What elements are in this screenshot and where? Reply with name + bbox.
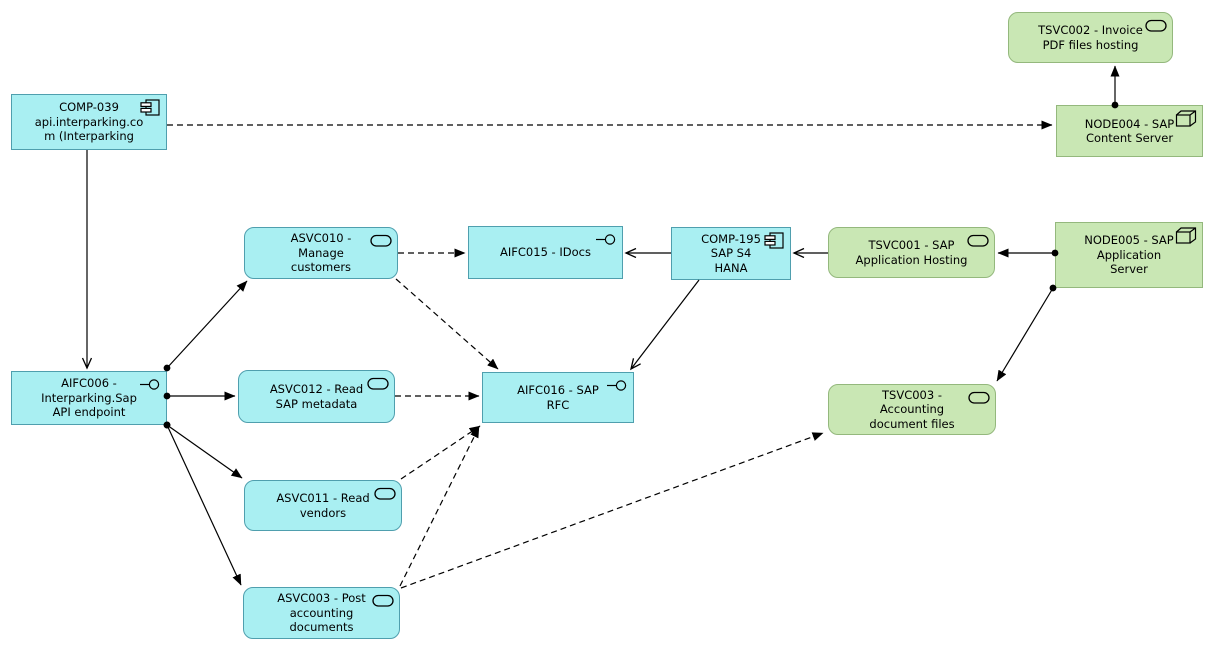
node-ASVC010[interactable]: ASVC010 - Manage customers [244,227,398,279]
node-icon [1175,227,1197,244]
service-icon [1145,17,1167,34]
node-label: AIFC006 - Interparking.Sap API endpoint [41,376,137,420]
component-icon [139,99,161,116]
interface-icon [139,376,161,393]
edge-AIFC006--ASVC003[interactable] [163,421,242,586]
service-icon [968,389,990,406]
edge-NODE005--TSVC003[interactable] [996,284,1057,382]
edge-AIFC006--ASVC011[interactable] [163,421,243,479]
node-label: ASVC010 - Manage customers [290,231,352,275]
node-icon [1175,110,1197,127]
edge-AIFC006--ASVC010[interactable] [163,280,248,372]
node-AIFC015[interactable]: AIFC015 - IDocs [468,226,623,279]
service-icon [374,485,396,502]
service-icon [367,375,389,392]
edge-ASVC003--TSVC003[interactable] [400,432,824,589]
node-COMP-195[interactable]: COMP-195 SAP S4 HANA [671,227,791,280]
node-AIFC016[interactable]: AIFC016 - SAP RFC [482,372,634,423]
node-TSVC002[interactable]: TSVC002 - Invoice PDF files hosting [1008,12,1173,63]
node-ASVC012[interactable]: ASVC012 - Read SAP metadata [238,370,395,423]
node-label: NODE004 - SAP Content Server [1084,116,1175,146]
node-label: TSVC001 - SAP Application Hosting [855,238,968,267]
node-label: COMP-039 api.interparking.co m (Interpar… [34,100,144,144]
component-icon [763,232,785,249]
node-label: ASVC012 - Read SAP metadata [269,382,364,411]
interface-icon [595,231,617,248]
edge-COMP-195--AIFC016[interactable] [631,279,700,369]
node-COMP-039[interactable]: COMP-039 api.interparking.co m (Interpar… [11,94,167,150]
node-label: TSVC002 - Invoice PDF files hosting [1038,23,1143,52]
node-AIFC006[interactable]: AIFC006 - Interparking.Sap API endpoint [11,371,167,425]
service-icon [967,232,989,249]
edge-ASVC011--AIFC016[interactable] [400,425,481,480]
node-ASVC003[interactable]: ASVC003 - Post accounting documents [243,587,400,639]
service-icon [370,232,392,249]
node-label: TSVC003 - Accounting document files [869,387,955,431]
node-label: AIFC016 - SAP RFC [517,383,599,412]
service-icon [372,592,394,609]
node-ASVC011[interactable]: ASVC011 - Read vendors [244,480,402,531]
node-NODE004[interactable]: NODE004 - SAP Content Server [1056,105,1203,157]
edge-ASVC003--AIFC016[interactable] [399,426,480,587]
node-label: NODE005 - SAP Application Server [1084,233,1174,277]
node-label: ASVC011 - Read vendors [276,491,370,520]
interface-icon [606,377,628,394]
node-NODE005[interactable]: NODE005 - SAP Application Server [1055,222,1203,288]
node-label: ASVC003 - Post accounting documents [277,591,366,635]
edge-ASVC010--AIFC016[interactable] [395,278,499,370]
node-TSVC003[interactable]: TSVC003 - Accounting document files [828,384,996,435]
node-label: AIFC015 - IDocs [500,245,591,260]
node-TSVC001[interactable]: TSVC001 - SAP Application Hosting [828,227,995,278]
node-label: COMP-195 SAP S4 HANA [701,231,761,275]
